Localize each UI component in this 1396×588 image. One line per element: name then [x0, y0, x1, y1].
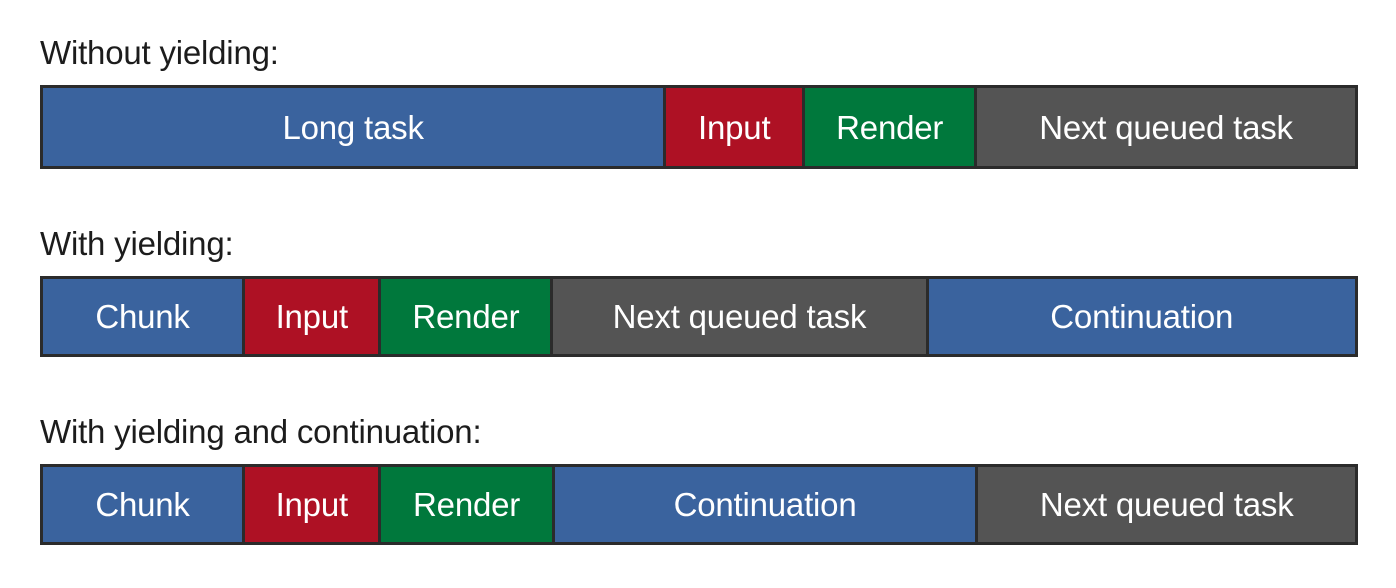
timeline-segment-label: Continuation [1050, 298, 1234, 335]
timeline-bar: Long task Input Render Next queued task [40, 85, 1358, 169]
timeline-segment-chunk: Chunk [43, 467, 246, 542]
timeline-segment-label: Continuation [673, 486, 857, 523]
timeline-segment-label: Render [836, 108, 944, 146]
timeline-segment-continuation: Continuation [928, 279, 1355, 354]
timeline-segment-next-queued-task: Next queued task [978, 467, 1355, 542]
timeline-segment-label: Long task [282, 108, 424, 146]
timeline-segment-label: Render [413, 486, 521, 523]
timeline-segment-long-task: Long task [43, 88, 667, 166]
timeline-segment-label: Next queued task [1039, 486, 1294, 523]
timeline-segment-next-queued-task: Next queued task [553, 279, 929, 354]
timeline-segment-label: Input [275, 298, 349, 335]
timeline-group-without-yielding: Without yielding: Long task Input Render… [40, 36, 1358, 169]
timeline-segment-label: Input [698, 108, 771, 146]
timeline-caption: With yielding and continuation: [40, 413, 482, 450]
timeline-caption: Without yielding: [40, 34, 279, 71]
timeline-segment-input: Input [666, 88, 806, 166]
timeline-segment-render: Render [805, 88, 978, 166]
timeline-segment-label: Next queued task [1039, 108, 1293, 146]
timeline-segment-label: Input [275, 486, 349, 523]
timeline-segment-label: Render [412, 298, 520, 335]
timeline-segment-chunk: Chunk [43, 279, 246, 354]
timeline-segment-render: Render [381, 279, 554, 354]
timeline-segment-label: Chunk [95, 298, 190, 335]
timeline-bar: Chunk Input Render Next queued task Cont… [40, 276, 1358, 357]
timeline-segment-input: Input [245, 279, 382, 354]
timeline-bar: Chunk Input Render Continuation Next que… [40, 464, 1358, 545]
timeline-segment-input: Input [245, 467, 382, 542]
timeline-group-with-yielding: With yielding: Chunk Input Render Next q… [40, 227, 1358, 357]
timeline-segment-next-queued-task: Next queued task [977, 88, 1355, 166]
timeline-caption: With yielding: [40, 225, 234, 262]
timeline-group-with-yielding-and-continuation: With yielding and continuation: Chunk In… [40, 415, 1358, 545]
timeline-segment-label: Chunk [95, 486, 190, 523]
timeline-segment-label: Next queued task [612, 298, 867, 335]
timeline-segment-render: Render [381, 467, 555, 542]
timeline-segment-continuation: Continuation [554, 467, 979, 542]
